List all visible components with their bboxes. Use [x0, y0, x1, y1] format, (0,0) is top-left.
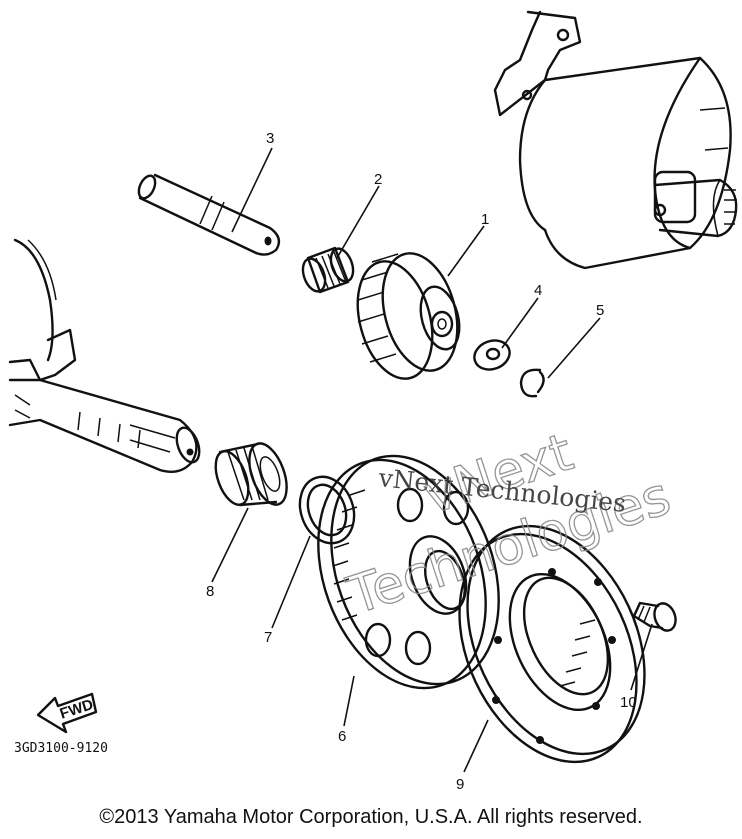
callout-4: 4 [534, 282, 542, 299]
callout-1: 1 [481, 211, 489, 228]
clutch-housing-9 [458, 524, 646, 764]
callout-6: 6 [338, 728, 346, 745]
washer-4 [473, 339, 511, 371]
watermark: vNext Technologies vNext Technologies [340, 422, 678, 628]
bolt-10 [632, 601, 677, 632]
circlip-5 [519, 368, 545, 398]
washer-7 [298, 475, 356, 545]
fwd-arrow: FWD [36, 692, 98, 734]
crankshaft [8, 238, 201, 473]
callout-8: 8 [206, 583, 214, 600]
callout-10: 10 [620, 694, 637, 711]
needle-bearing-2 [301, 246, 355, 294]
bearing-8 [214, 442, 288, 507]
callout-3: 3 [266, 130, 274, 147]
callout-5: 5 [596, 302, 604, 319]
callout-2: 2 [374, 171, 382, 188]
parts-diagram: FWD 3GD3100-9120 3 2 1 4 5 8 7 6 9 10 vN… [8, 10, 738, 793]
starter-motor [493, 10, 738, 270]
diagram-code: 3GD3100-9120 [14, 741, 108, 756]
shaft-3 [137, 173, 281, 256]
callout-7: 7 [264, 629, 272, 646]
idler-gear-1 [356, 252, 461, 380]
callout-9: 9 [456, 776, 464, 793]
copyright-notice: ©2013 Yamaha Motor Corporation, U.S.A. A… [99, 806, 643, 828]
